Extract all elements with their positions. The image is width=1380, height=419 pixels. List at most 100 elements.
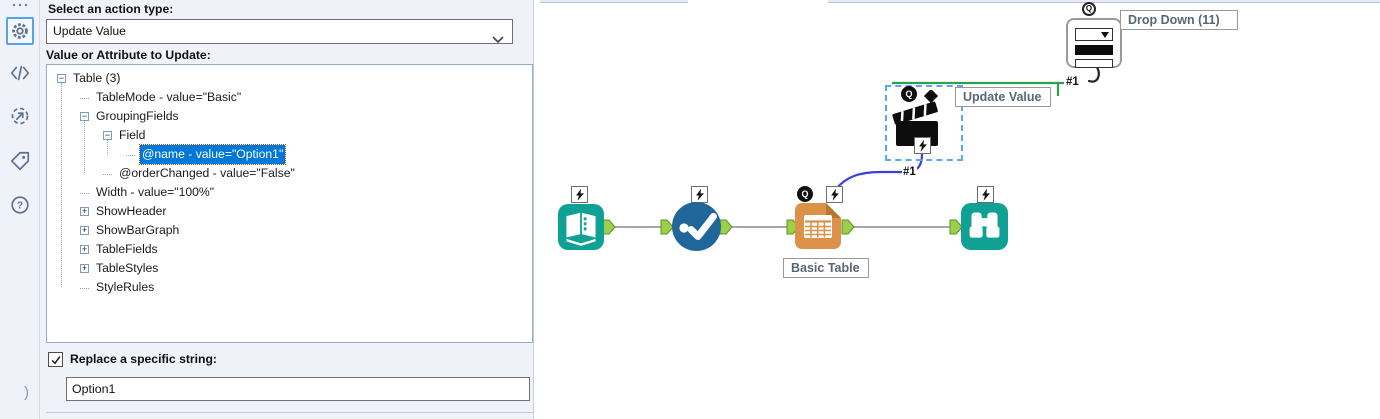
action-anchor[interactable] [571,186,588,203]
tree-item[interactable]: TableMode - value="Basic" [47,88,532,107]
annotation-tab[interactable] [8,149,32,173]
check-box-tool[interactable] [672,202,721,251]
tool-anchors [602,219,963,235]
action-type-label: Select an action type: [48,2,174,16]
tree-item-label[interactable]: @name - value="Option1" [138,144,287,165]
tree-item[interactable]: + TableStyles [47,259,532,278]
canvas-top-edge [828,0,1380,3]
tree-guide [84,121,85,173]
drop-down-icon-bar [1075,45,1113,55]
table-tool[interactable] [795,203,841,254]
tree-guide [107,140,108,155]
panel-collapse-glyph[interactable]: ) [24,384,29,401]
check-icon [51,355,60,364]
drop-down-tool[interactable] [1066,18,1122,68]
tree-item-label[interactable]: TableMode - value="Basic" [96,90,242,104]
connections-layer [602,63,1100,235]
xml-view-tab[interactable] [8,61,32,85]
action-anchor[interactable] [914,137,931,154]
tree-item-label[interactable]: Table (3) [73,71,121,85]
selection-box [885,85,963,161]
expand-toggle[interactable]: + [80,244,89,254]
left-icon-strip: ? ) [0,0,40,419]
tree-item[interactable]: Width - value="100%" [47,183,532,202]
overflow-dots-icon[interactable] [8,0,32,10]
tree-item[interactable]: @name - value="Option1" [47,144,532,165]
text-input-tool[interactable] [558,204,604,250]
tree-item-label[interactable]: GroupingFields [96,109,179,123]
tree-item[interactable]: −Table (3) [47,69,532,88]
question-anchor-icon[interactable]: Q [901,86,917,102]
svg-text:?: ? [17,201,23,212]
tree-item[interactable]: + ShowHeader [47,202,532,221]
checkmark-icon [679,213,717,240]
replace-string-label: Replace a specific string: [70,352,217,366]
expand-toggle[interactable]: + [80,225,89,235]
run-settings-tab[interactable] [8,104,32,128]
question-wire[interactable] [892,81,1064,96]
help-icon: ? [11,196,29,214]
tree-item[interactable]: + ShowBarGraph [47,221,532,240]
replace-string-input[interactable] [66,377,530,401]
chevron-down-icon [492,29,504,52]
tree-item-label[interactable]: ShowBarGraph [96,223,180,237]
tree-stub [80,89,89,99]
browse-tool[interactable] [961,203,1008,250]
tree-guide [61,83,62,287]
tree-stub [80,184,89,194]
tree-stub [80,279,89,289]
tree-item-label[interactable]: @orderChanged - value="False" [119,166,295,180]
action-update-value-tool[interactable] [891,88,945,155]
collapse-toggle[interactable]: − [103,130,112,140]
lightning-icon [918,139,927,152]
tree-stub [103,165,112,175]
binoculars-icon [969,212,1000,238]
expand-toggle[interactable]: + [80,206,89,216]
drop-down-tool-label[interactable]: Drop Down (11) [1120,10,1238,30]
tree-item[interactable]: −GroupingFields [47,107,532,126]
action-type-dropdown[interactable]: Update Value [46,19,513,44]
panel-bottom-border [46,412,533,413]
collapse-toggle[interactable]: − [80,111,89,121]
tree-item-label[interactable]: ShowHeader [96,204,167,218]
tree-item[interactable]: + TableFields [47,240,532,259]
open-book-icon [566,212,596,246]
tag-icon [10,151,30,171]
tree-item-label[interactable]: TableStyles [96,261,159,275]
table-icon [795,203,841,249]
tree-item-label[interactable]: Width - value="100%" [96,185,215,199]
drop-down-icon-bar [1075,59,1113,68]
lightning-icon [830,188,839,201]
drop-down-icon [1075,28,1113,41]
tree-item[interactable]: StyleRules [47,278,532,297]
basic-table-tool-label[interactable]: Basic Table [783,258,869,278]
action-anchor[interactable] [977,186,994,203]
help-tab[interactable]: ? [8,193,32,217]
question-anchor-icon[interactable]: Q [1082,2,1096,16]
workflow-canvas[interactable]: Q Drop Down (11) #1 Q Update Value #1 Q [534,0,1380,419]
dropdown-triangle-icon [1101,32,1109,38]
attribute-tree: −Table (3)TableMode - value="Basic"−Grou… [46,64,533,343]
tree-item-label[interactable]: StyleRules [96,280,155,294]
tree-item[interactable]: @orderChanged - value="False" [47,164,532,183]
sync-arrow-icon [11,107,29,125]
tree-item-label[interactable]: Field [119,128,146,142]
action-wire[interactable] [835,153,924,190]
canvas-top-edge [540,0,688,3]
attribute-label: Value or Attribute to Update: [46,48,211,62]
action-configuration-panel: Select an action type: Update Value Valu… [40,0,534,419]
tree-item[interactable]: −Field [47,126,532,145]
action-wire-label: #1 [902,165,917,179]
question-anchor-icon[interactable]: Q [797,186,813,202]
action-anchor[interactable] [691,186,708,203]
update-value-tool-label[interactable]: Update Value [955,87,1051,107]
configuration-tab[interactable] [6,17,34,45]
replace-string-checkbox[interactable] [48,352,63,367]
expand-toggle[interactable]: + [80,263,89,273]
tree-item-label[interactable]: TableFields [96,242,158,256]
action-anchor[interactable] [826,186,843,203]
lightning-icon [981,188,990,201]
lightning-icon [695,188,704,201]
collapse-toggle[interactable]: − [57,73,66,83]
tree-stub [126,146,135,156]
